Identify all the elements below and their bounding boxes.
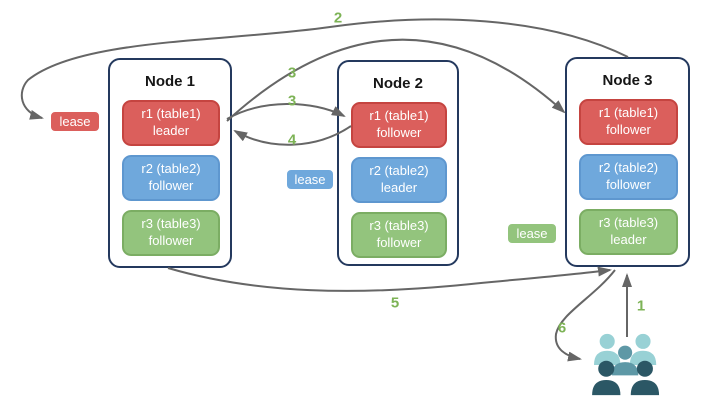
step-label-4: 4 [287,131,297,149]
step-label-5: 5 [390,294,400,312]
replica-role: leader [380,180,418,195]
replica-name: r3 (table3) [598,215,659,231]
node-2: Node 2 r1 (table1) follower r2 (table2) … [337,60,459,266]
replica-role: follower [606,177,651,192]
replica-role: leader [152,123,190,138]
node-1-title: Node 1 [144,73,195,90]
node-2-replica-r3: r3 (table3) follower [351,212,447,258]
arrow-step-5-node1-to-node3-leader [167,266,612,292]
node-3-replica-r3: r3 (table3) leader [579,209,678,255]
replica-role: follower [376,125,422,140]
replica-role: leader [610,232,647,247]
node-1-replica-r1: r1 (table1) leader [122,100,220,146]
step-label-2: 2 [333,9,343,27]
replica-role: follower [148,233,194,248]
lease-tag-r1: lease [49,110,101,133]
node-3: Node 3 r1 (table1) follower r2 (table2) … [565,57,690,267]
node-1-replica-r3: r3 (table3) follower [122,210,220,256]
node-1-replica-r2: r2 (table2) follower [122,155,220,201]
arrow-step-3-leader-to-node2-follower [226,103,346,120]
replica-name: r2 (table2) [369,163,429,179]
replica-name: r3 (table3) [369,218,429,234]
replica-name: r1 (table1) [369,108,429,124]
step-label-3b: 3 [287,92,297,110]
replica-name: r3 (table3) [141,216,201,232]
step-label-3a: 3 [287,64,297,82]
node-2-replica-r2: r2 (table2) leader [351,157,447,203]
lease-tag-r2: lease [285,168,335,191]
step-label-1: 1 [636,297,646,315]
node-2-title: Node 2 [372,75,423,92]
node-3-replica-r2: r2 (table2) follower [579,154,678,200]
node-3-title: Node 3 [602,72,653,89]
replica-name: r2 (table2) [598,160,659,176]
lease-tag-r3: lease [506,222,558,245]
replica-role: follower [148,178,194,193]
step-label-6: 6 [557,319,567,337]
node-1: Node 1 r1 (table1) leader r2 (table2) fo… [108,58,232,268]
node-2-replica-r1: r1 (table1) follower [351,102,447,148]
users-group-icon [592,333,660,396]
replica-role: follower [376,235,422,250]
replica-name: r1 (table1) [598,105,659,121]
replica-name: r2 (table2) [141,161,201,177]
replica-name: r1 (table1) [141,106,201,122]
node-3-replica-r1: r1 (table1) follower [579,99,678,145]
replica-role: follower [606,122,651,137]
